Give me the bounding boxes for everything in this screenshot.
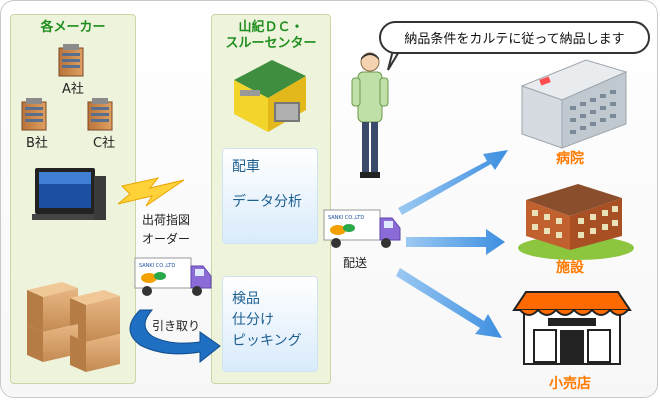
retail-store-label: 小売店 — [549, 376, 591, 392]
pickup-label: 引き取り — [152, 319, 201, 333]
company-a-building-icon — [58, 44, 84, 77]
company-b-building-icon — [21, 98, 47, 131]
company-c-label: C社 — [93, 136, 116, 151]
picking-label: ピッキング — [232, 333, 302, 349]
facility-label: 施設 — [556, 260, 584, 276]
lightning-icon — [117, 177, 185, 207]
company-b-label: B社 — [26, 136, 48, 151]
data-analysis-label: データ分析 — [232, 194, 302, 210]
pickup-arrow — [129, 309, 221, 364]
inspection-label: 検品 — [232, 291, 260, 307]
warehouse-icon — [234, 60, 306, 132]
dc-title-line1: 山紀ＤＣ・ — [238, 20, 304, 35]
company-a-label: A社 — [62, 82, 84, 97]
order-label: オーダー — [142, 232, 191, 246]
company-c-building-icon — [87, 98, 113, 131]
speech-bubble-text: 納品条件をカルテに従って納品します — [404, 32, 625, 47]
makers-title: 各メーカー — [40, 20, 106, 35]
dc-title-line2: スルーセンター — [225, 36, 317, 51]
hospital-building-icon — [520, 59, 628, 149]
speech-bubble: 納品条件をカルテに従って納品します — [379, 21, 650, 54]
delivery-label: 配送 — [343, 256, 368, 270]
pickup-truck-logo-text: SANKI CO.,LTD — [139, 263, 175, 269]
inspection-box: 検品 仕分け ピッキング — [222, 276, 318, 372]
cardboard-boxes-icon — [27, 282, 120, 372]
facility-building-icon — [518, 184, 634, 260]
arrow-to-hospital — [398, 150, 508, 215]
delivery-truck-icon: SANKI CO.,LTD — [323, 209, 401, 248]
worker-person-icon — [351, 52, 389, 178]
sorting-label: 仕分け — [232, 312, 274, 328]
computer-icon — [32, 168, 106, 220]
shipping-instruction-label: 出荷指図 — [142, 213, 191, 227]
delivery-truck-logo-text: SANKI CO.,LTD — [328, 215, 364, 221]
dispatch-label: 配車 — [232, 159, 260, 175]
arrow-to-retail — [396, 268, 502, 338]
retail-store-icon — [512, 291, 632, 365]
dispatch-analysis-box: 配車 データ分析 — [222, 148, 318, 244]
pickup-truck-icon: SANKI CO.,LTD — [134, 257, 212, 296]
hospital-label: 病院 — [556, 151, 584, 167]
arrow-to-facility — [406, 229, 505, 255]
